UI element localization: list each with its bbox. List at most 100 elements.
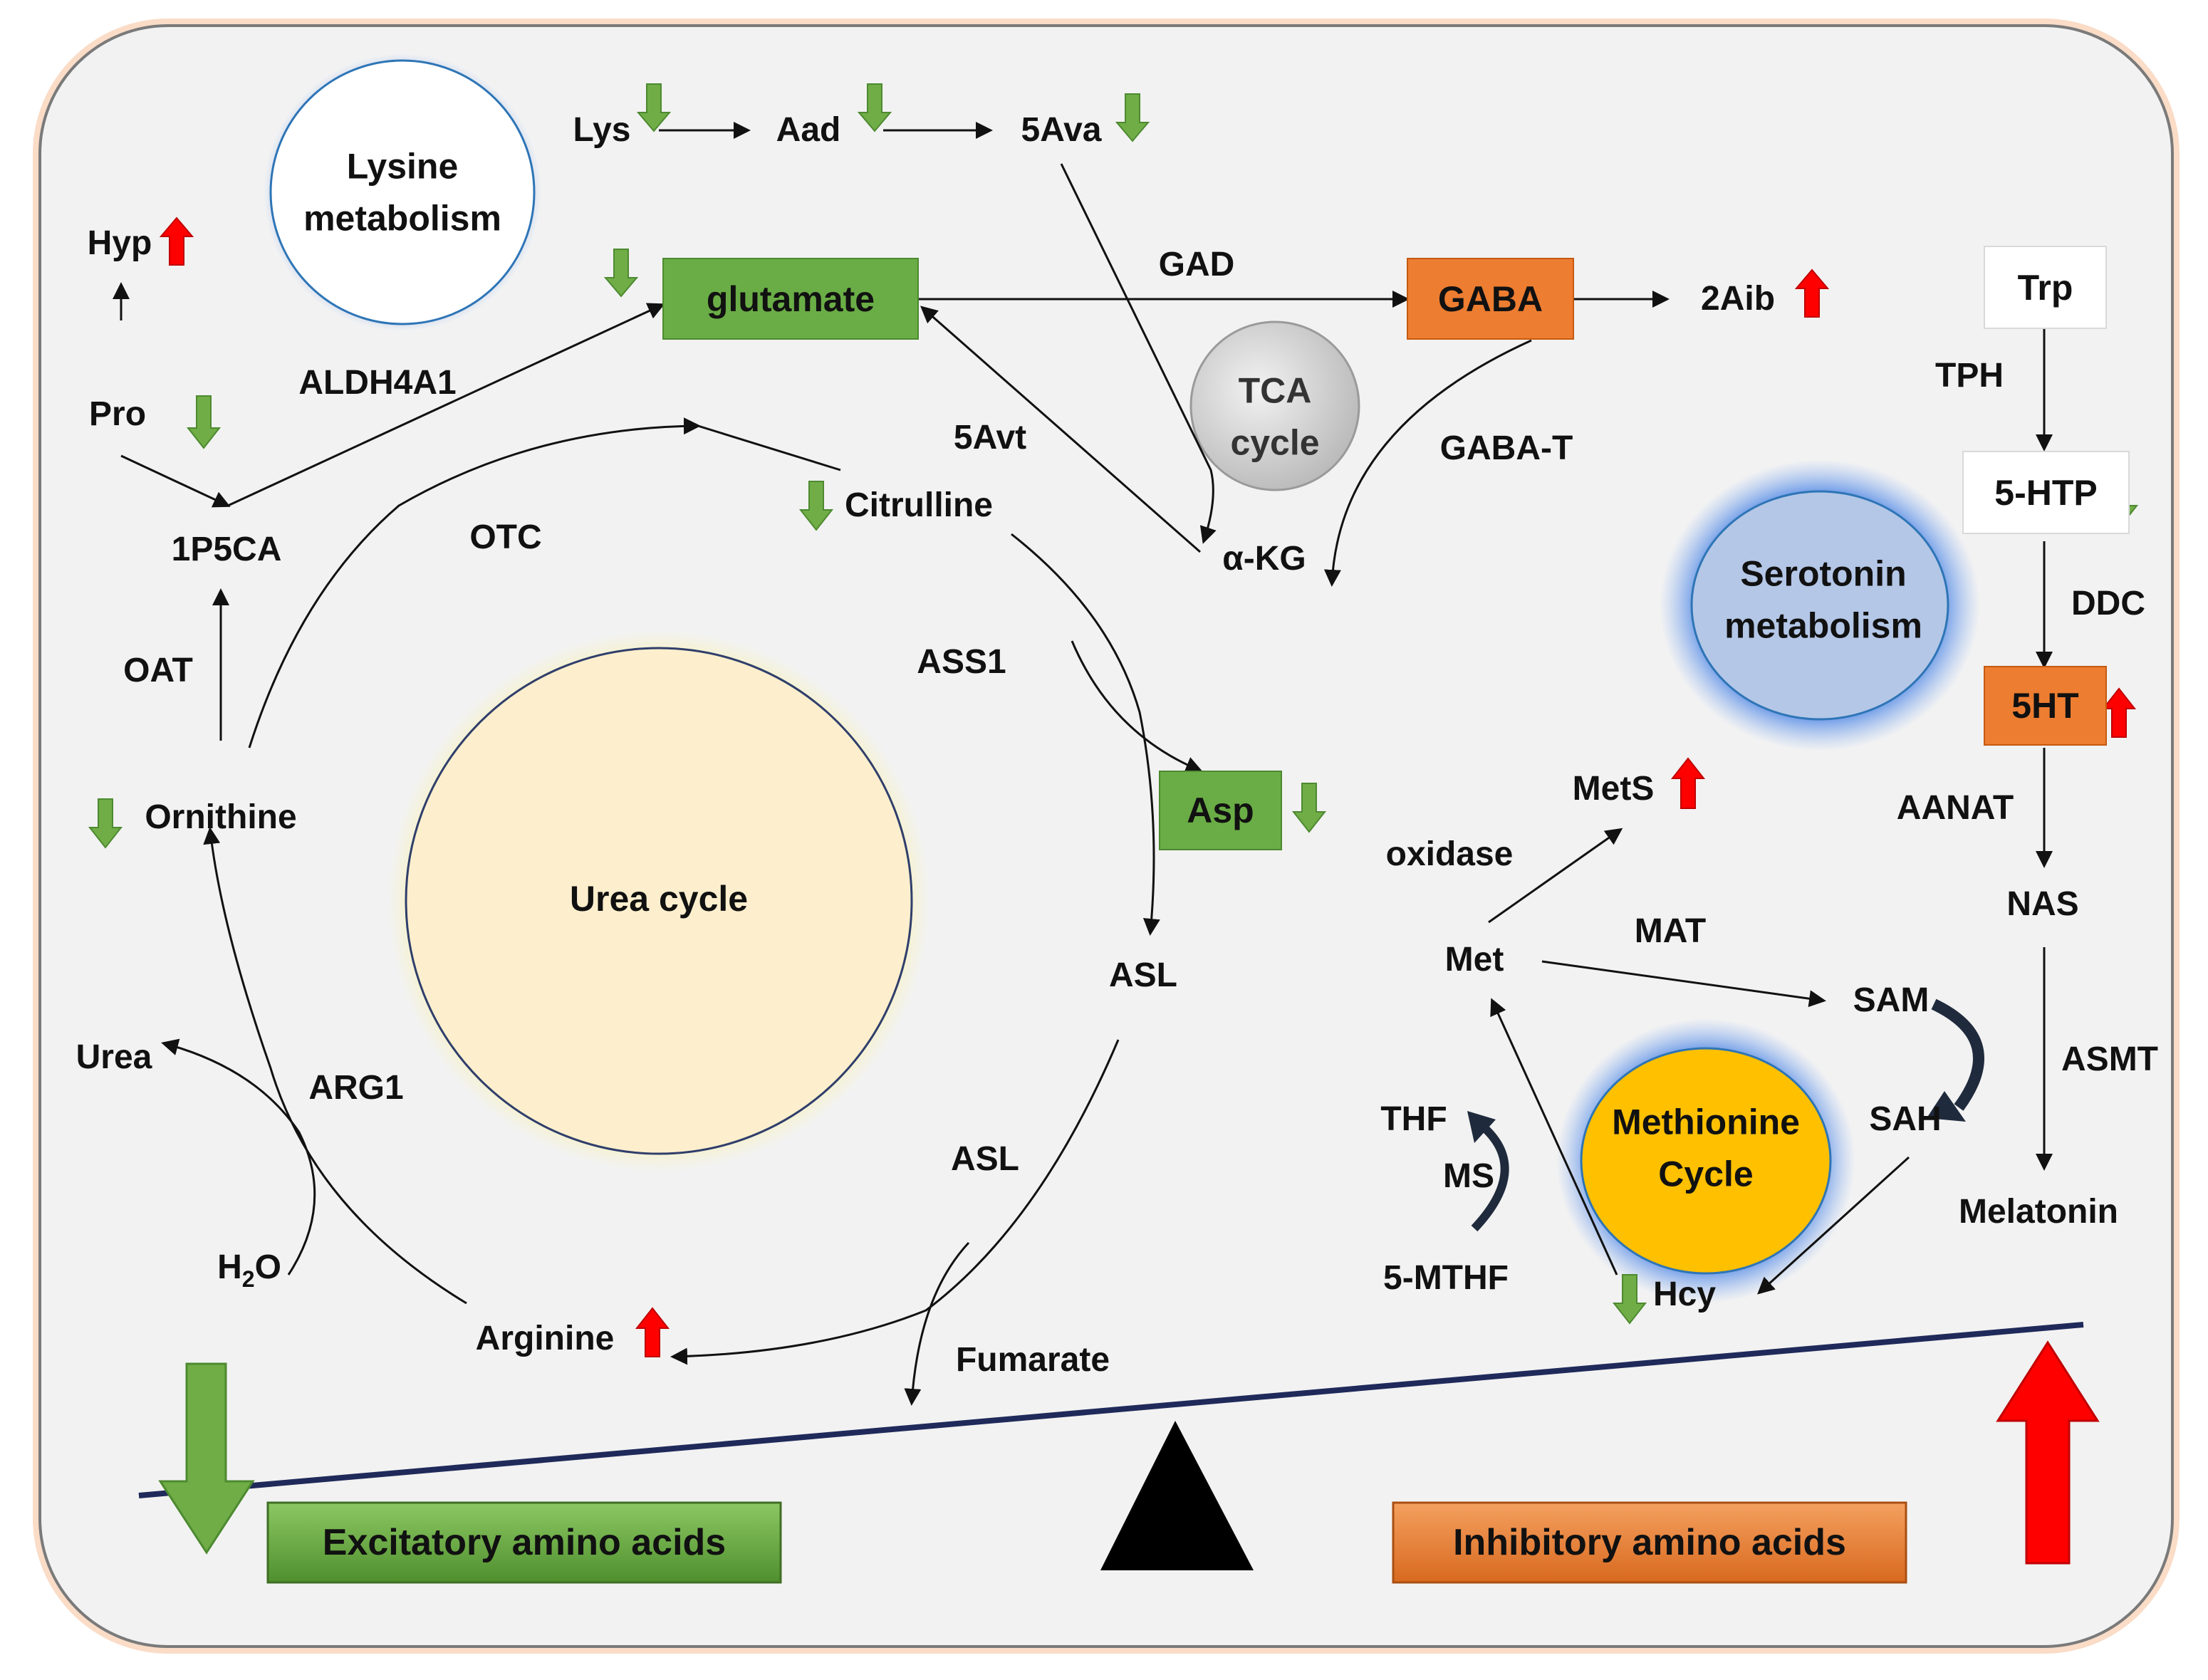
serotonin-line1: Serotonin — [1740, 553, 1907, 594]
aanat-label: AANAT — [1896, 789, 2014, 827]
gaba-box: GABA — [1407, 258, 1574, 340]
arrow-citrulline-asl — [1011, 533, 1160, 936]
urea-label: Urea — [75, 1038, 152, 1076]
methionine-line1: Methionine — [1612, 1102, 1800, 1142]
down-arrow-aad-icon — [857, 83, 892, 132]
citrulline-label: Citrulline — [844, 486, 994, 524]
sah-label: SAH — [1869, 1100, 1942, 1138]
tca-line2: cycle — [1230, 422, 1320, 462]
asp-box: Asp — [1159, 771, 1282, 850]
asmt-label: ASMT — [2061, 1040, 2158, 1078]
arrow-pro-1p5ca — [120, 454, 231, 508]
down-arrow-citrulline-icon — [798, 481, 834, 531]
arrow-1p5ca-glutamate — [227, 303, 665, 507]
down-arrow-5ava-icon — [1115, 93, 1150, 142]
inhibitory-amino-acids-banner: Inhibitory amino acids — [1453, 1522, 1846, 1563]
arrow-5ava-akg — [1060, 163, 1217, 544]
urea-cycle-circle — [405, 647, 913, 1155]
lysine-metabolism-label: Lysine metabolism — [303, 141, 501, 244]
up-arrow-mets-icon — [1670, 757, 1706, 809]
glutamate-box: glutamate — [662, 258, 919, 340]
lys-label: Lys — [573, 111, 631, 149]
arrow-asl-fumarate — [904, 1241, 970, 1406]
lysine-metabolism-circle — [269, 59, 536, 325]
tca-line1: TCA — [1238, 370, 1312, 411]
up-arrow-hyp-icon — [159, 216, 194, 266]
5mthf-label: 5-MTHF — [1383, 1259, 1509, 1297]
arrow-ass1-asp — [1071, 640, 1203, 773]
ms-label: MS — [1443, 1157, 1494, 1195]
ass1-label: ASS1 — [917, 643, 1006, 681]
oxidase-label: oxidase — [1385, 835, 1514, 873]
arrow-ornithine-citrulline — [248, 417, 701, 748]
arg1-label: ARG1 — [308, 1069, 404, 1107]
met-label: Met — [1444, 941, 1504, 979]
arrow-asl-arginine — [670, 1039, 1120, 1365]
up-arrow-arginine-icon — [635, 1307, 670, 1357]
balance-beam — [138, 1322, 2084, 1498]
5avt-label: 5Avt — [953, 419, 1027, 456]
down-arrow-asp-icon — [1291, 783, 1327, 833]
down-arrow-pro-icon — [186, 395, 222, 449]
tph-label: TPH — [1935, 357, 2004, 395]
nas-label: NAS — [2006, 885, 2079, 923]
mat-label: MAT — [1634, 912, 1707, 950]
arrow-akg-glutamate — [920, 306, 1201, 553]
aad-label: Aad — [776, 111, 841, 149]
down-arrow-hcy-icon — [1612, 1274, 1647, 1325]
tca-cycle-circle — [1189, 320, 1360, 491]
pro-label: Pro — [88, 395, 147, 433]
arrow-arginine-ornithine — [203, 827, 467, 1305]
gaba-t-label: GABA-T — [1439, 429, 1573, 467]
melatonin-label: Melatonin — [1959, 1193, 2118, 1231]
asl-node-label: ASL — [1109, 956, 1177, 994]
tca-cycle-label: TCA cycle — [1230, 365, 1319, 469]
arrow-sam-sah — [1931, 998, 1984, 1111]
h2o-label: H2O — [217, 1248, 281, 1291]
serotonin-metabolism-circle — [1690, 490, 1949, 721]
otc-label: OTC — [469, 518, 542, 556]
down-arrow-ornithine-icon — [88, 798, 123, 849]
inhibitory-banner-bg — [1392, 1501, 1907, 1584]
serotonin-line2: metabolism — [1724, 605, 1922, 645]
excitatory-amino-acids-banner: Excitatory amino acids — [322, 1522, 727, 1563]
methionine-cycle-circle — [1580, 1047, 1832, 1275]
arrow-h2o-urea — [161, 1038, 316, 1275]
arrow-met-mets — [1488, 828, 1623, 924]
up-arrow-2aib-icon — [1794, 268, 1830, 318]
urea-cycle-label: Urea cycle — [569, 878, 749, 919]
h2o-o: O — [254, 1248, 281, 1286]
arrow-ms-thf-head — [1467, 1111, 1496, 1143]
lysine-line1: Lysine — [346, 146, 459, 187]
arrow-otc-arc — [697, 424, 841, 471]
lysine-line2: metabolism — [303, 198, 501, 238]
2aib-label: 2Aib — [1700, 280, 1776, 318]
excitatory-down-arrow-icon — [158, 1362, 255, 1555]
trp-box: Trp — [1984, 246, 2107, 329]
balance-fulcrum — [1100, 1421, 1254, 1570]
asl-enzyme-label: ASL — [951, 1140, 1019, 1178]
5ava-label: 5Ava — [1021, 111, 1102, 149]
ornithine-label: Ornithine — [145, 798, 297, 836]
ddc-label: DDC — [2071, 585, 2145, 622]
arrow-sah-hcy — [1757, 1156, 1910, 1295]
arrow-gaba-akg — [1323, 339, 1532, 587]
hyp-label: Hyp — [87, 224, 152, 262]
1p5ca-label: 1P5CA — [171, 531, 282, 568]
up-arrow-5ht-icon — [2101, 687, 2137, 738]
arrow-sam-sah-head — [1927, 1091, 1966, 1122]
sam-label: SAM — [1853, 981, 1930, 1019]
mets-label: MetS — [1572, 770, 1655, 808]
arrow-ms-thf — [1471, 1122, 1509, 1232]
thf-label: THF — [1380, 1100, 1447, 1138]
methionine-line2: Cycle — [1658, 1154, 1754, 1194]
inhibitory-up-arrow-icon — [1996, 1340, 2100, 1565]
arrow-hcy-met — [1490, 998, 1618, 1275]
h2o-subscript: 2 — [241, 1266, 255, 1292]
akg-label: α-KG — [1222, 540, 1306, 578]
aldh4a1-label: ALDH4A1 — [298, 364, 457, 402]
fumarate-label: Fumarate — [955, 1341, 1110, 1379]
5ht-box: 5HT — [1984, 666, 2107, 746]
arrow-met-sam — [1541, 960, 1826, 1008]
